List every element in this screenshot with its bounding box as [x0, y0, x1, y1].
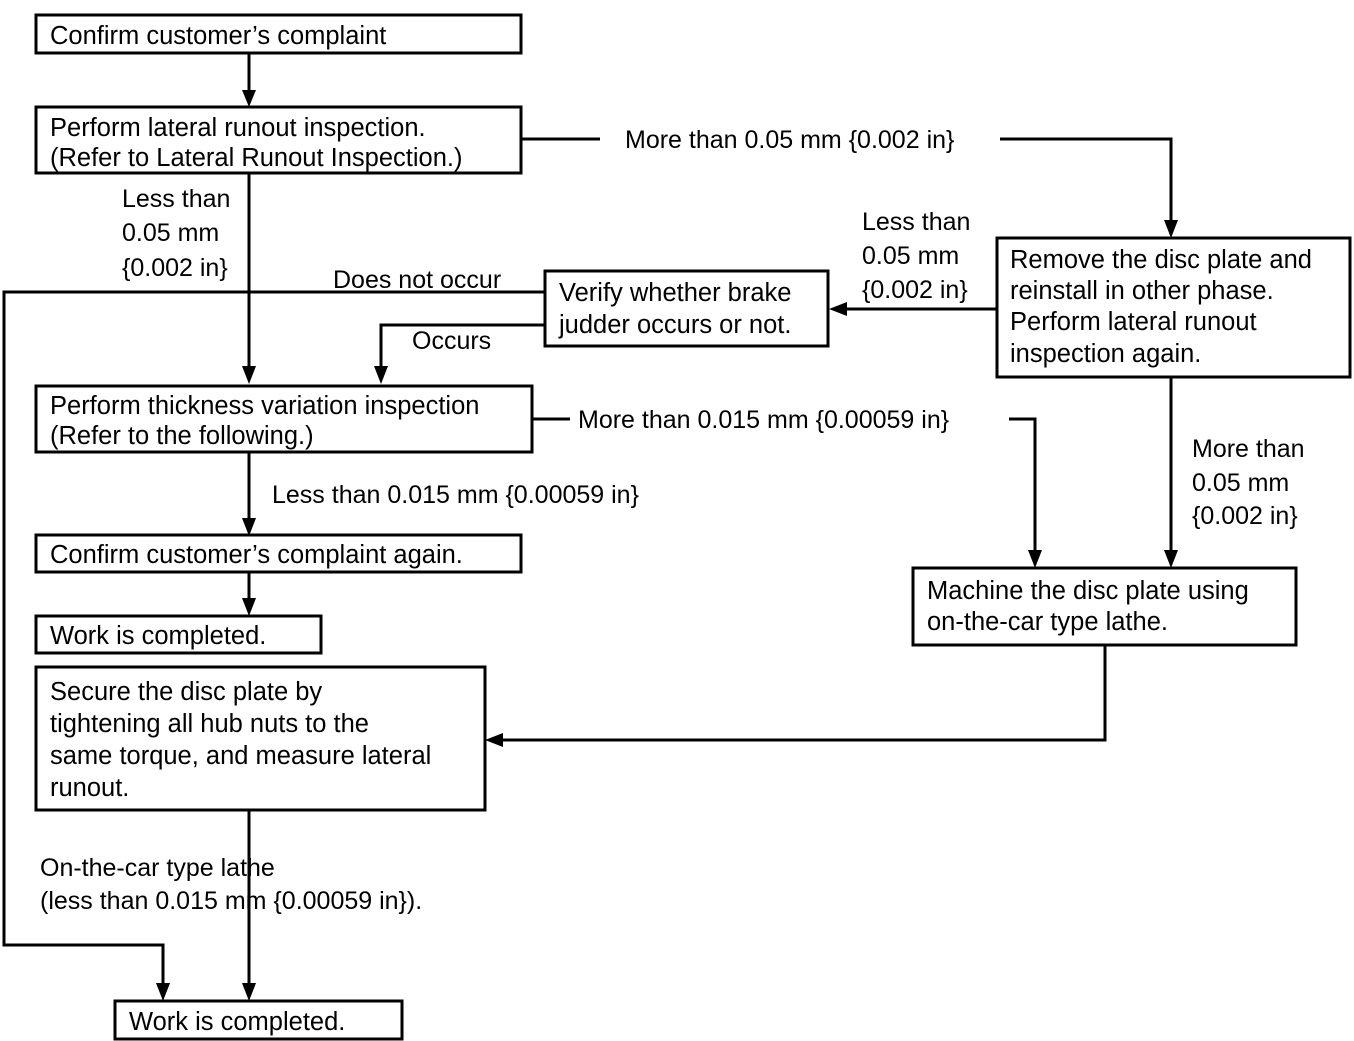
- node-confirm-complaint-line1: Confirm customer’s complaint: [50, 22, 386, 50]
- edge-lateral-to-remove: [521, 137, 1178, 238]
- node-work-completed-mid-line1: Work is completed.: [50, 622, 266, 650]
- node-work-completed-bottom[interactable]: Work is completed.: [113, 999, 404, 1041]
- edge-label-less-than-005-left-line2: 0.05 mm: [122, 219, 219, 247]
- node-thickness-variation-line1: Perform thickness variation inspection: [50, 392, 479, 420]
- edge-label-less-than-005-right-line2: 0.05 mm: [862, 242, 959, 270]
- node-machine-disc-line1: Machine the disc plate using: [927, 577, 1249, 605]
- node-thickness-variation[interactable]: Perform thickness variation inspection (…: [34, 384, 534, 454]
- edge-confirm-again-to-completed: [242, 570, 256, 616]
- edge-label-on-the-car-lathe-line2: (less than 0.015 mm {0.00059 in}).: [40, 887, 422, 915]
- node-lateral-runout-line2: (Refer to Lateral Runout Inspection.): [50, 144, 462, 172]
- node-remove-disc[interactable]: Remove the disc plate and reinstall in o…: [995, 236, 1352, 379]
- edge-lateral-to-thickness: [242, 173, 256, 384]
- edge-confirm-to-lateral: [242, 53, 256, 107]
- edge-secure-to-completed: [242, 810, 256, 1001]
- edge-label-more-than-005-top: More than 0.05 mm {0.002 in}: [625, 126, 954, 154]
- node-remove-disc-line2: reinstall in other phase.: [1010, 277, 1274, 305]
- edge-label-less-than-005-left-line1: Less than: [122, 185, 230, 213]
- node-confirm-complaint[interactable]: Confirm customer’s complaint: [34, 13, 523, 55]
- edge-label-less-than-005-right: Less than 0.05 mm {0.002 in}: [862, 208, 970, 304]
- node-confirm-again[interactable]: Confirm customer’s complaint again.: [34, 533, 523, 574]
- node-verify-judder-line2: judder occurs or not.: [558, 311, 791, 339]
- edge-label-on-the-car-lathe: On-the-car type lathe (less than 0.015 m…: [40, 854, 422, 915]
- node-secure-disc[interactable]: Secure the disc plate by tightening all …: [34, 665, 487, 812]
- node-machine-disc-line2: on-the-car type lathe.: [927, 608, 1168, 636]
- edge-verify-does-not-occur: [2, 290, 545, 1001]
- node-secure-disc-line3: same torque, and measure lateral: [50, 742, 431, 770]
- node-remove-disc-line4: inspection again.: [1010, 340, 1201, 368]
- edge-label-less-than-005-left-line3: {0.002 in}: [122, 254, 228, 282]
- edge-label-more-than-0015: More than 0.015 mm {0.00059 in}: [578, 406, 949, 434]
- node-secure-disc-line2: tightening all hub nuts to the: [50, 710, 369, 738]
- edge-label-more-than-005-right-line2: 0.05 mm: [1192, 469, 1289, 497]
- edge-label-less-than-005-right-line3: {0.002 in}: [862, 276, 968, 304]
- node-thickness-variation-line2: (Refer to the following.): [50, 422, 314, 450]
- edge-label-more-than-005-right: More than 0.05 mm {0.002 in}: [1192, 435, 1305, 530]
- node-machine-disc[interactable]: Machine the disc plate using on-the-car …: [911, 566, 1298, 647]
- node-verify-judder[interactable]: Verify whether brake judder occurs or no…: [543, 269, 830, 348]
- node-work-completed-mid[interactable]: Work is completed.: [34, 614, 323, 655]
- edge-machine-to-secure: [485, 645, 1107, 747]
- node-remove-disc-line1: Remove the disc plate and: [1010, 246, 1312, 274]
- edge-verify-occurs: [374, 323, 545, 384]
- edge-remove-to-verify: [829, 302, 997, 316]
- node-work-completed-bottom-line1: Work is completed.: [129, 1008, 345, 1036]
- edge-label-more-than-005-right-line1: More than: [1192, 435, 1305, 463]
- edge-thickness-to-confirm-again: [242, 452, 256, 536]
- node-confirm-again-line1: Confirm customer’s complaint again.: [50, 541, 463, 569]
- edge-label-occurs: Occurs: [412, 327, 491, 355]
- edge-label-less-than-0015: Less than 0.015 mm {0.00059 in}: [272, 481, 639, 509]
- node-lateral-runout-line1: Perform lateral runout inspection.: [50, 114, 426, 142]
- edge-label-less-than-005-right-line1: Less than: [862, 208, 970, 236]
- edge-label-less-than-005-left: Less than 0.05 mm {0.002 in}: [122, 185, 230, 282]
- node-verify-judder-line1: Verify whether brake: [559, 279, 791, 307]
- node-secure-disc-line4: runout.: [50, 774, 129, 802]
- edge-label-on-the-car-lathe-line1: On-the-car type lathe: [40, 854, 275, 882]
- edge-thickness-to-machine: [532, 417, 1042, 568]
- node-remove-disc-line3: Perform lateral runout: [1010, 308, 1257, 336]
- edge-remove-to-machine: [1164, 377, 1178, 568]
- node-lateral-runout[interactable]: Perform lateral runout inspection. (Refe…: [34, 105, 523, 175]
- node-secure-disc-line1: Secure the disc plate by: [50, 678, 322, 706]
- edge-label-more-than-005-right-line3: {0.002 in}: [1192, 502, 1298, 530]
- edge-label-does-not-occur: Does not occur: [333, 266, 501, 294]
